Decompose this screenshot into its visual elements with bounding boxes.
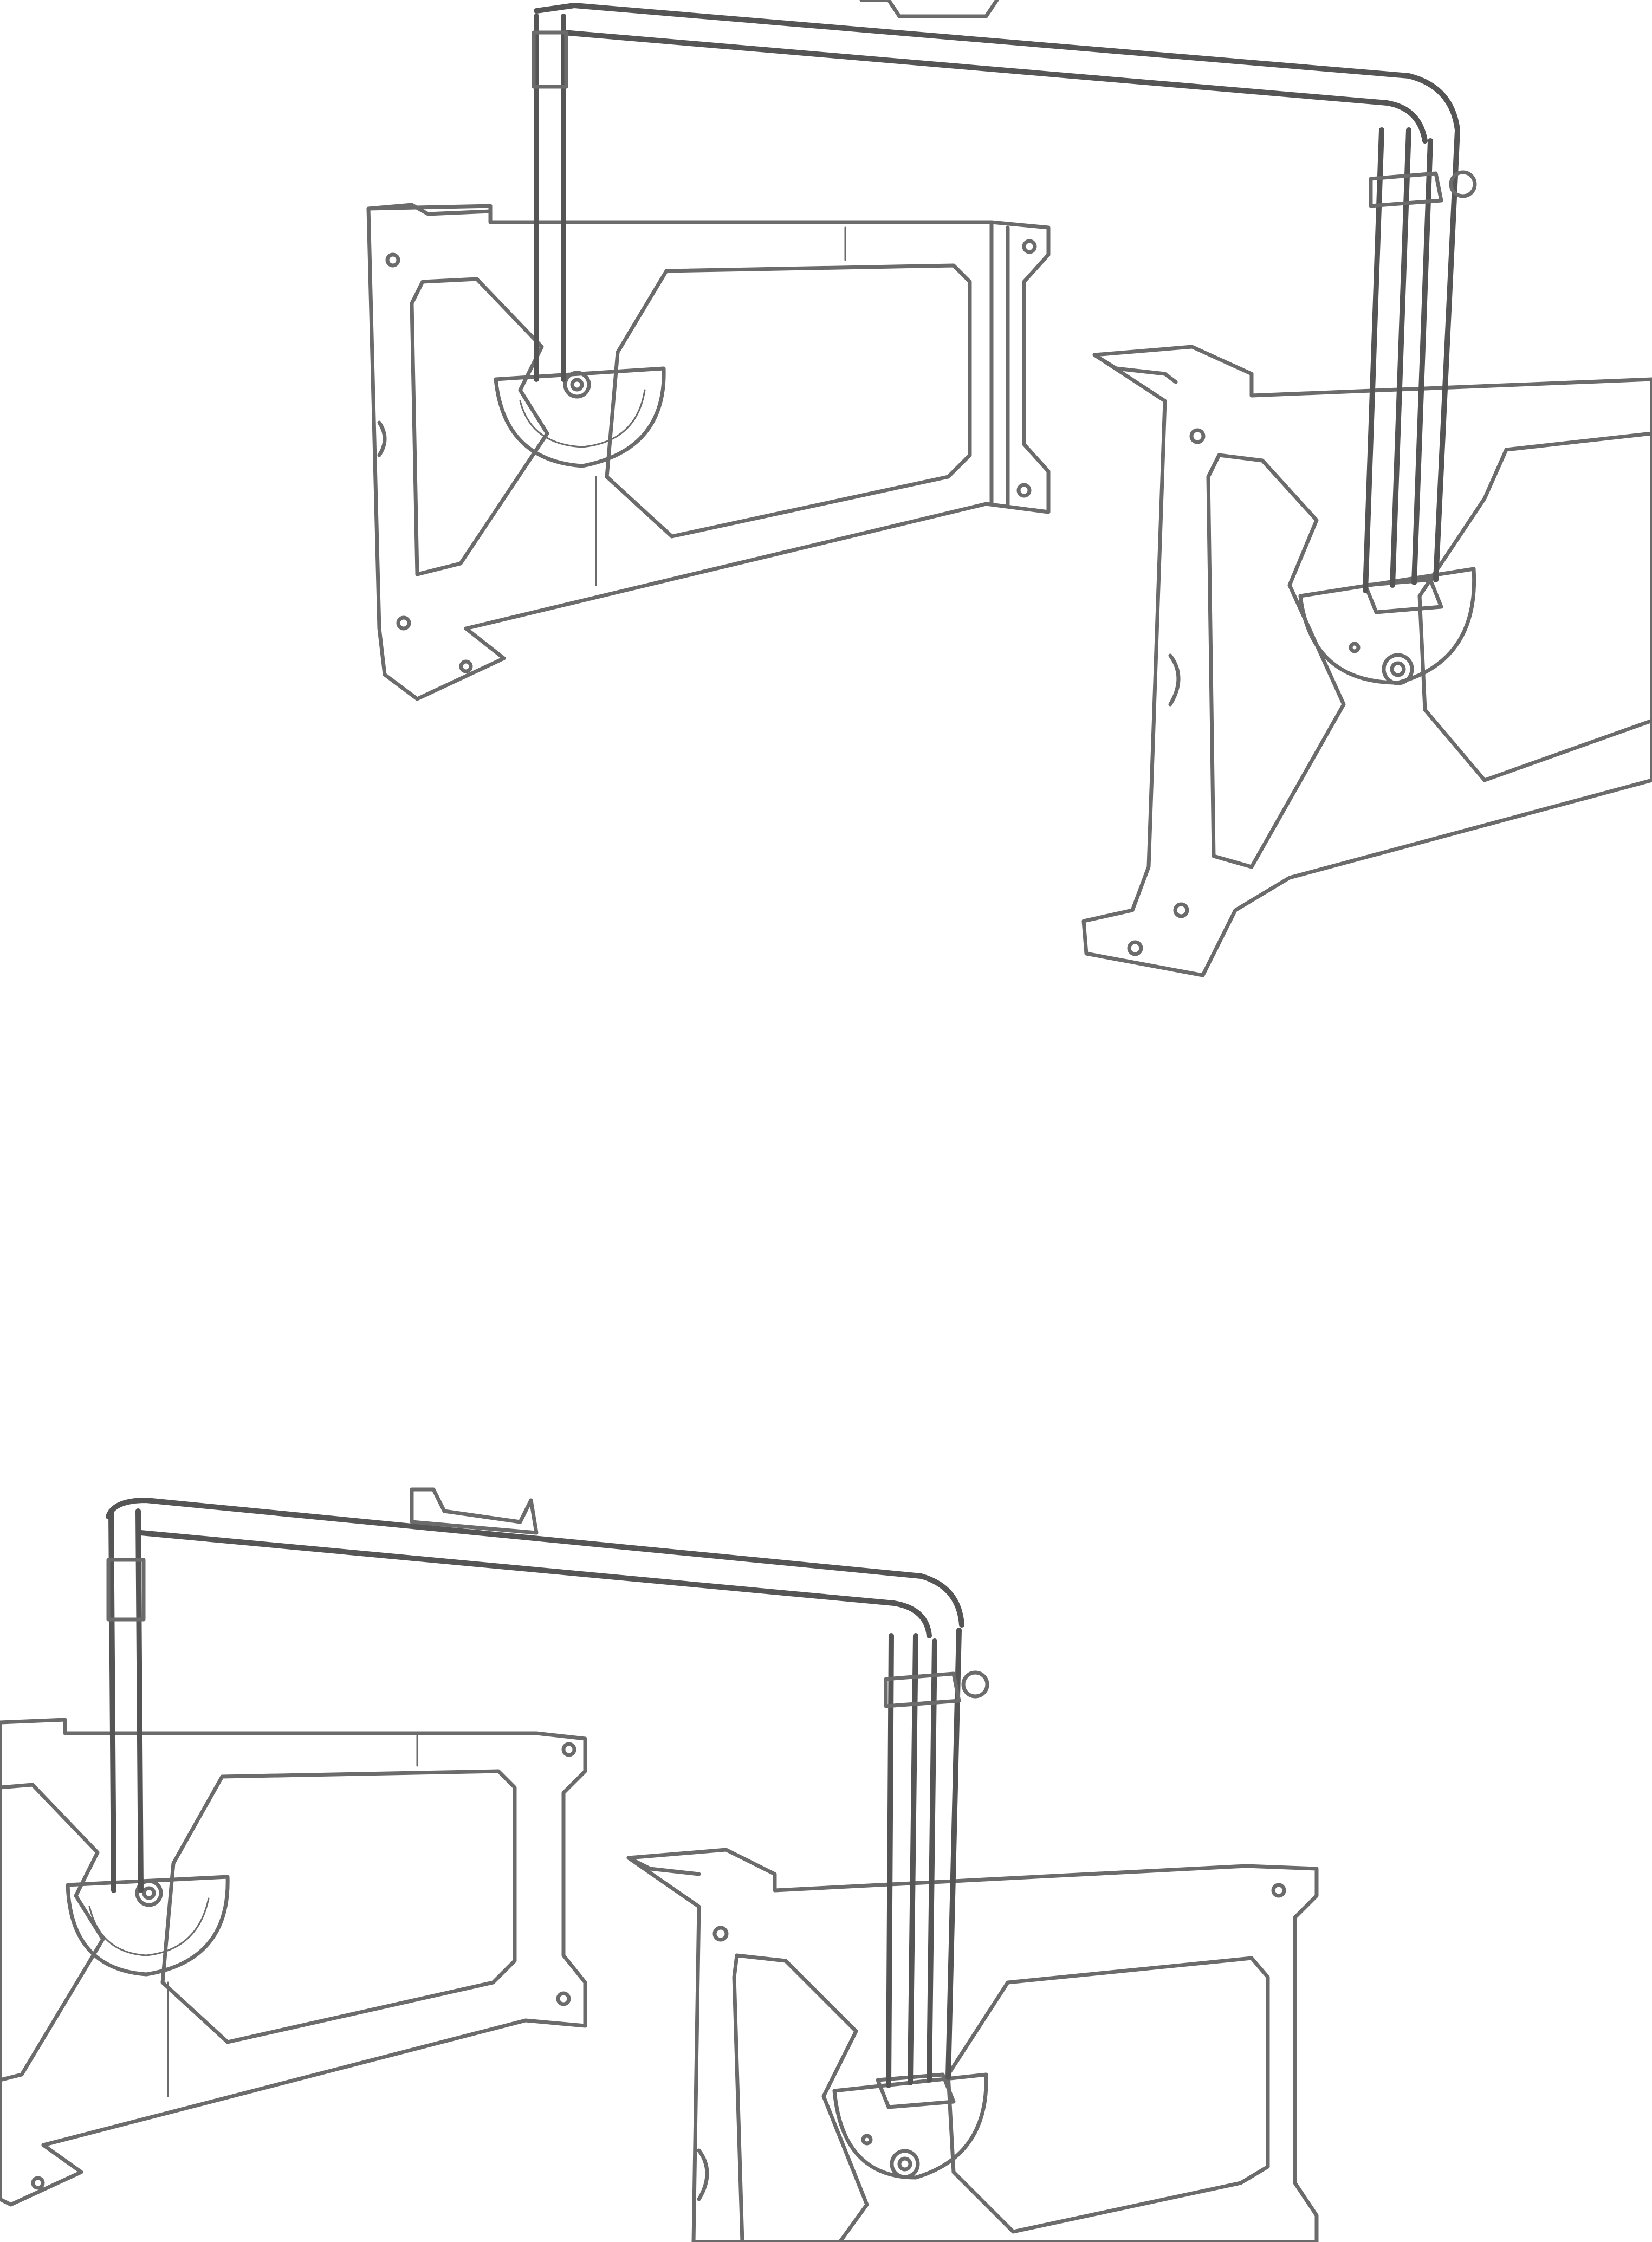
rod-left-sleeve bbox=[532, 30, 568, 89]
right-bracket-cutout-right bbox=[1417, 431, 1652, 782]
right-quadrant-rivet bbox=[861, 2134, 873, 2146]
right-adjust-knob bbox=[890, 2149, 920, 2179]
illustration-top bbox=[366, 0, 1652, 977]
right-bracket-notch bbox=[697, 2148, 709, 2201]
rod-top-hinge-mount bbox=[859, 0, 999, 18]
left-quadrant-scale bbox=[88, 1897, 210, 1956]
left-bracket-hole-1 bbox=[385, 252, 400, 268]
left-bracket-hole-1 bbox=[561, 1742, 576, 1757]
left-quadrant-plate bbox=[66, 1875, 230, 1977]
left-bracket-right-flange bbox=[989, 220, 1010, 509]
rod-top-hinge-mount bbox=[410, 1487, 539, 1535]
right-clamp-block bbox=[876, 2072, 956, 2109]
overhead-rod-frame bbox=[532, 0, 1477, 593]
right-bracket-top-lip bbox=[1092, 353, 1178, 384]
left-pivot-bolt-inner bbox=[142, 1886, 156, 1900]
left-bracket-cutout-left bbox=[0, 1783, 105, 2082]
right-bracket-cutout-left bbox=[732, 1953, 869, 2242]
left-quadrant-scale bbox=[519, 389, 646, 448]
right-bracket-hole-2 bbox=[1173, 902, 1189, 918]
rod-right-vertical bbox=[1363, 127, 1460, 593]
right-adjust-knob bbox=[1382, 653, 1414, 685]
left-bracket-cutout-right bbox=[160, 1769, 517, 2044]
right-bracket-outline bbox=[626, 1848, 1319, 2242]
left-bracket-cutout-right bbox=[605, 263, 972, 539]
left-bracket-divider bbox=[595, 226, 846, 586]
right-bracket-hole-1 bbox=[1189, 428, 1206, 444]
right-adjust-knob-inner bbox=[897, 2156, 912, 2172]
rod-top-horizontal bbox=[106, 1498, 964, 1638]
rod-right-thumbscrew bbox=[1449, 170, 1477, 198]
left-bracket-divider bbox=[167, 1735, 418, 2097]
right-bracket-outline bbox=[1081, 345, 1652, 977]
right-bracket-hole-3 bbox=[1127, 940, 1143, 956]
rod-top-horizontal bbox=[534, 3, 1460, 144]
left-bracket-cutout-left bbox=[410, 277, 549, 576]
rod-right-clamp-collar bbox=[884, 1671, 961, 1708]
right-adjust-knob-inner bbox=[1390, 661, 1406, 677]
left-bracket-outline bbox=[0, 1718, 587, 2207]
left-mounting-bracket bbox=[0, 1718, 587, 2207]
left-bracket-notch bbox=[377, 420, 387, 457]
left-bracket-hole-2 bbox=[556, 1991, 571, 2006]
right-bracket-cutout-left bbox=[1206, 453, 1346, 869]
illustration-bottom bbox=[0, 1121, 1652, 2242]
right-bracket-cutout-right bbox=[946, 1956, 1270, 2234]
bracket-assembly-drawing-bottom bbox=[0, 1487, 1319, 2242]
left-bracket-top-lip bbox=[366, 203, 493, 216]
right-bracket-hole-2 bbox=[1271, 1883, 1286, 1898]
overhead-rod-frame bbox=[106, 1487, 989, 2088]
rod-right-clamp-collar bbox=[1369, 171, 1443, 208]
right-mounting-bracket bbox=[1081, 345, 1652, 977]
right-mounting-bracket bbox=[626, 1848, 1319, 2242]
rod-left-vertical bbox=[534, 14, 566, 382]
right-bracket-hole-1 bbox=[712, 1926, 729, 1942]
left-pivot-bolt bbox=[135, 1879, 163, 1907]
left-bracket-hole-4 bbox=[1016, 483, 1032, 498]
left-quadrant-plate bbox=[494, 366, 666, 468]
left-mounting-bracket bbox=[366, 203, 1051, 701]
left-bracket-hole-3 bbox=[31, 2176, 45, 2190]
rod-left-sleeve bbox=[106, 1558, 146, 1622]
left-pivot-bolt bbox=[563, 371, 591, 399]
left-pivot-bolt-inner bbox=[570, 378, 584, 392]
left-bracket-outline bbox=[366, 204, 1051, 701]
bracket-assembly-drawing-top bbox=[366, 0, 1652, 977]
left-bracket-hole-5 bbox=[459, 659, 473, 673]
left-bracket-hole-3 bbox=[1022, 239, 1037, 254]
right-clamp-block bbox=[1363, 578, 1443, 614]
left-bracket-hole-2 bbox=[396, 615, 411, 631]
right-quadrant-plate bbox=[832, 2072, 988, 2180]
rod-left-vertical bbox=[108, 1508, 144, 1893]
right-bracket-top-lip bbox=[626, 1856, 701, 1876]
rod-right-vertical bbox=[886, 1628, 962, 2088]
right-quadrant-rivet bbox=[1349, 642, 1361, 653]
rod-right-thumbscrew bbox=[961, 1670, 989, 1699]
right-bracket-notch bbox=[1168, 653, 1181, 707]
